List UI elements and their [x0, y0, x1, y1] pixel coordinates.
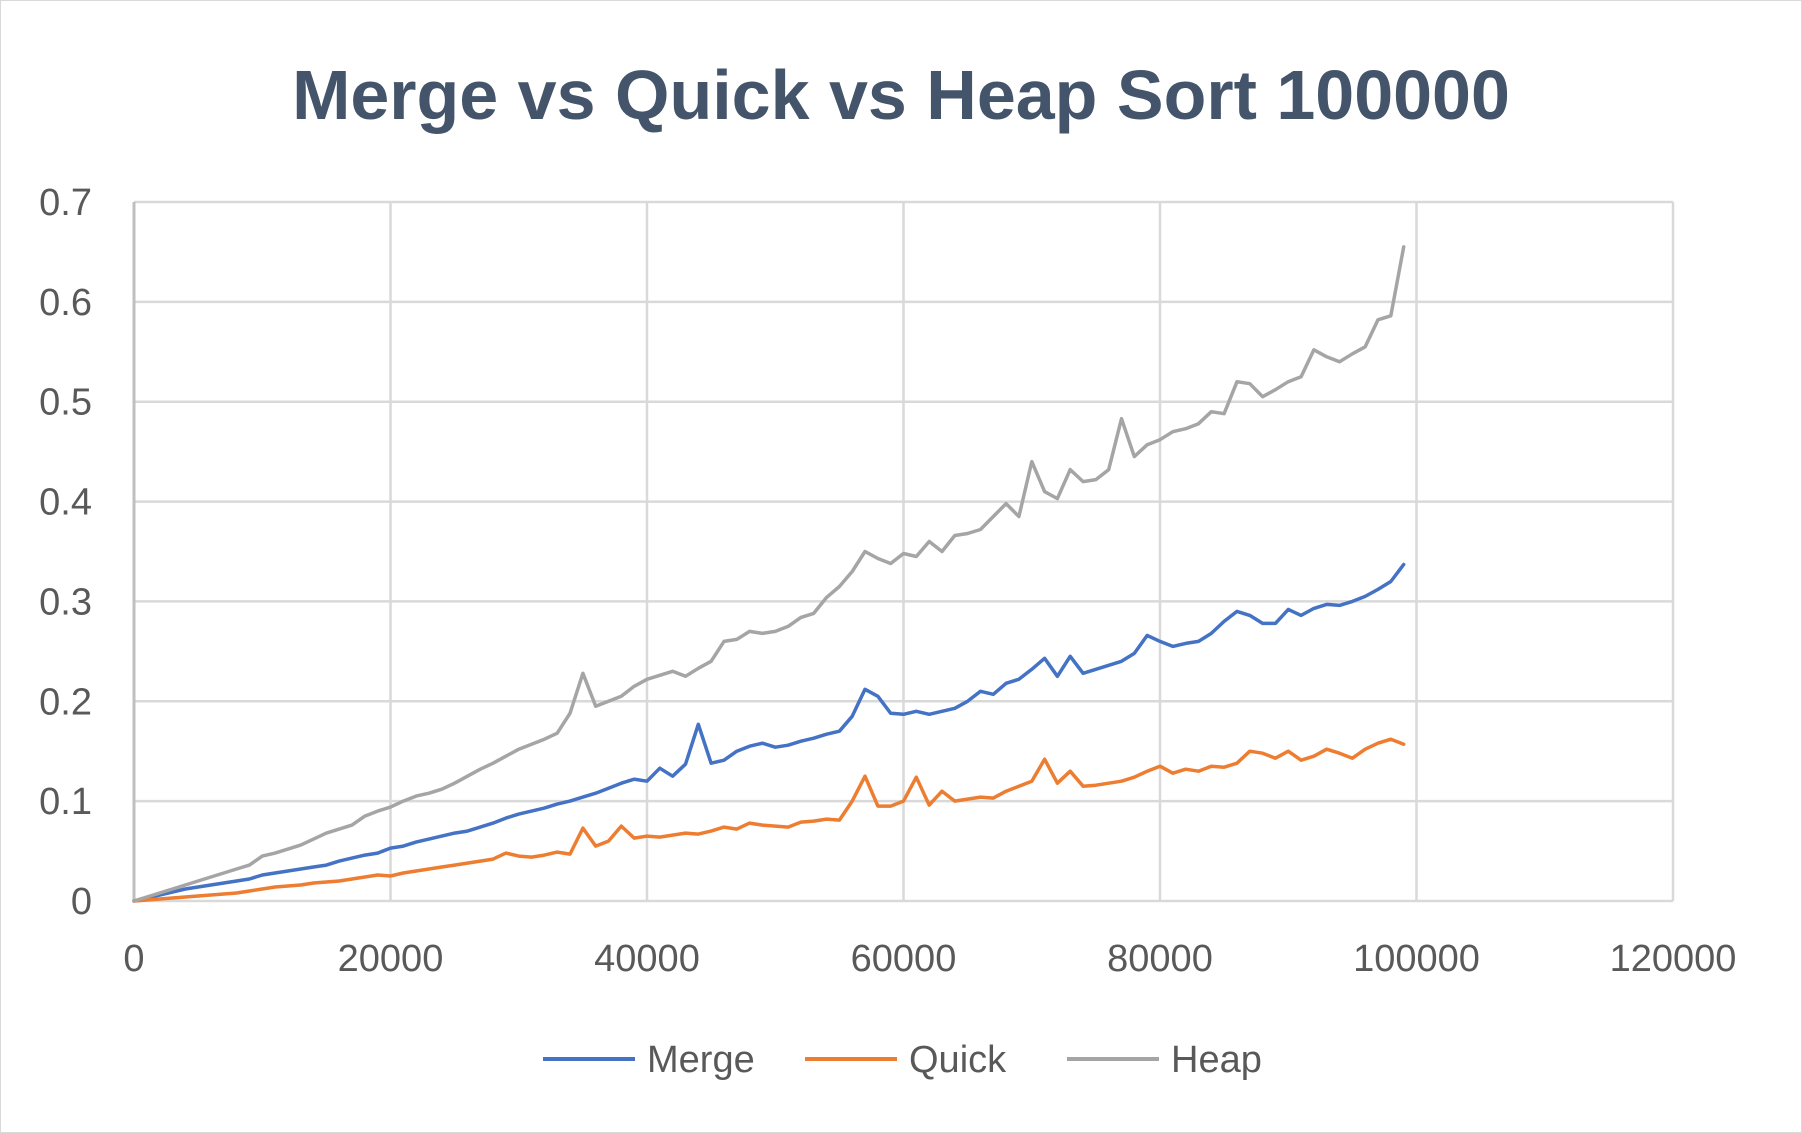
x-tick-label: 120000 [1610, 938, 1737, 980]
legend-label: Quick [909, 1039, 1007, 1081]
y-tick-label: 0.2 [39, 681, 92, 723]
legend-label: Merge [647, 1039, 755, 1081]
chart-title: Merge vs Quick vs Heap Sort 100000 [292, 56, 1510, 134]
y-tick-label: 0.7 [39, 182, 92, 224]
legend-item-quick: Quick [805, 1039, 1007, 1081]
series-line-merge [132, 562, 1406, 903]
tick-labels: 0 0.1 0.2 0.3 0.4 0.5 0.6 0.7 0 20000 40000 60000 80… [39, 182, 1736, 980]
legend-item-heap: Heap [1067, 1039, 1262, 1081]
legend-label: Heap [1171, 1039, 1262, 1081]
series-line-heap [132, 245, 1406, 903]
x-tick-label: 80000 [1107, 938, 1213, 980]
grid-lines [134, 200, 1675, 901]
series-lines [132, 245, 1406, 903]
x-tick-label: 40000 [594, 938, 700, 980]
y-tick-label: 0.4 [39, 482, 92, 524]
y-tick-label: 0 [71, 881, 92, 923]
x-tick-label: 100000 [1353, 938, 1480, 980]
x-tick-label: 60000 [851, 938, 957, 980]
y-tick-label: 0.3 [39, 581, 92, 623]
x-tick-label: 0 [123, 938, 144, 980]
x-tick-label: 20000 [338, 938, 444, 980]
y-tick-label: 0.5 [39, 382, 92, 424]
axes [132, 202, 1673, 903]
legend: Merge Quick Heap [543, 1039, 1262, 1081]
series-line-quick [132, 737, 1406, 903]
y-tick-label: 0.1 [39, 781, 92, 823]
legend-item-merge: Merge [543, 1039, 755, 1081]
y-tick-label: 0.6 [39, 282, 92, 324]
